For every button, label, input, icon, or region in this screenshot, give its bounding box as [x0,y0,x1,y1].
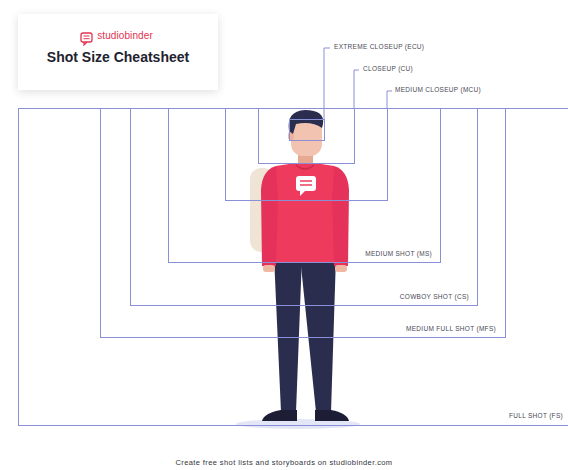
shot-label: MEDIUM CLOSEUP (MCU) [395,87,481,94]
shot-label: EXTREME CLOSEUP (ECU) [334,44,424,51]
shot-label: MEDIUM FULL SHOT (MFS) [406,326,496,333]
title-card: studiobinderShot Size Cheatsheet [18,14,218,90]
shot-label: COWBOY SHOT (CS) [400,294,469,301]
cowboy-shot-frame: COWBOY SHOT (CS) MEDIUM SHOT (MS) MEDIUM C… [130,108,478,306]
cheatsheet-title: Shot Size Cheatsheet [47,50,189,64]
closeup-frame: CLOSEUP (CU)EXTREME CLOSEUP (ECU) [258,108,355,164]
footer-caption: Create free shot lists and storyboards o… [175,459,392,467]
medium-closeup-frame: MEDIUM CLOSEUP (MCU)CLOSEUP (CU)EXTREME … [225,108,388,201]
medium-full-shot-frame: MEDIUM FULL SHOT (MFS) COWBOY SHOT (CS) ME… [100,108,506,338]
medium-shot-frame: MEDIUM SHOT (MS) MEDIUM CLOSEUP (MCU)CLOS… [168,108,441,263]
brand-name: studiobinder [97,31,153,41]
shot-label: MEDIUM SHOT (MS) [365,251,432,258]
extreme-closeup-frame: EXTREME CLOSEUP (ECU) [289,119,325,141]
shot-label: FULL SHOT (FS) [509,413,563,420]
shot-label: CLOSEUP (CU) [363,66,413,73]
full-shot-frame: FULL SHOT (FS) MEDIUM FULL SHOT (MFS) COWB… [18,108,568,426]
